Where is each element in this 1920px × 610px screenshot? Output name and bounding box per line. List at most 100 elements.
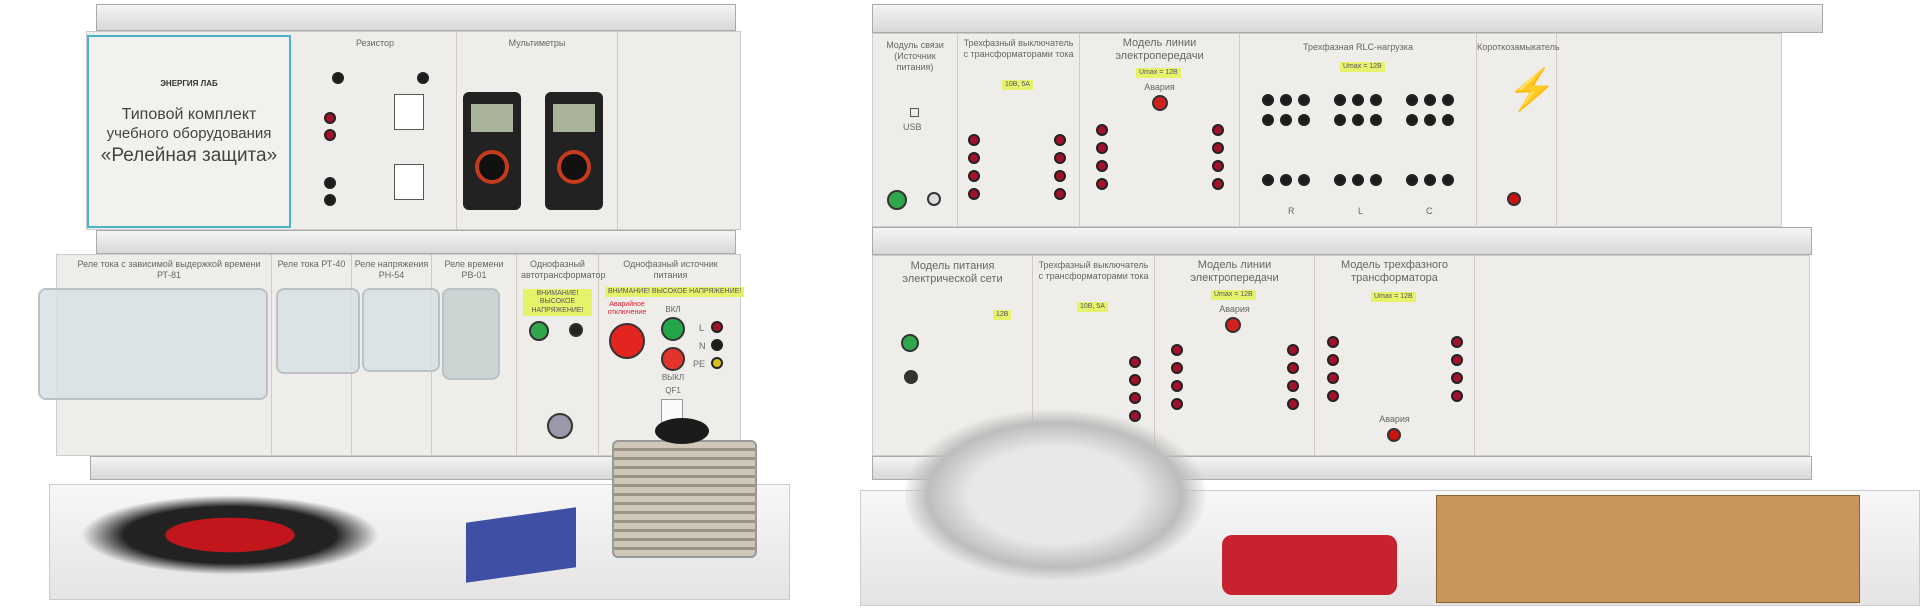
terminal[interactable] xyxy=(1352,94,1364,106)
terminal[interactable] xyxy=(1171,398,1183,410)
terminal[interactable] xyxy=(1370,94,1382,106)
terminal[interactable] xyxy=(1262,174,1274,186)
fuse-holder[interactable] xyxy=(927,192,941,206)
autotransformer-label: Однофазный автотрансформатор xyxy=(521,259,606,280)
terminal[interactable] xyxy=(324,194,336,206)
terminal[interactable] xyxy=(1212,124,1224,136)
off-label: ВЫКЛ xyxy=(661,373,685,382)
red-case xyxy=(1222,535,1397,595)
terminal[interactable] xyxy=(1298,174,1310,186)
emergency-stop-button[interactable] xyxy=(609,323,645,359)
terminal[interactable] xyxy=(1280,174,1292,186)
terminal[interactable] xyxy=(1262,94,1274,106)
terminal[interactable] xyxy=(1262,114,1274,126)
fault-label: Авария xyxy=(1219,304,1250,314)
terminal[interactable] xyxy=(1096,160,1108,172)
terminal[interactable] xyxy=(1054,188,1066,200)
rt81-label: Реле тока с зависимой выдержкой времени … xyxy=(77,259,261,280)
terminal[interactable] xyxy=(1054,170,1066,182)
usb-port[interactable] xyxy=(910,108,919,117)
terminal[interactable] xyxy=(1352,114,1364,126)
terminal[interactable] xyxy=(1096,178,1108,190)
terminal[interactable] xyxy=(1287,362,1299,374)
usb-label: USB xyxy=(903,122,922,132)
terminal[interactable] xyxy=(968,134,980,146)
terminal-l[interactable] xyxy=(711,321,723,333)
terminal[interactable] xyxy=(324,129,336,141)
relay-rv01[interactable] xyxy=(442,288,500,380)
rotary-switch[interactable] xyxy=(394,164,424,200)
autotransformer-section: Однофазный автотрансформатор ВНИМАНИЕ! В… xyxy=(517,255,606,455)
terminal[interactable] xyxy=(1424,114,1436,126)
terminal-n[interactable] xyxy=(711,339,723,351)
terminal[interactable] xyxy=(1212,178,1224,190)
rotary-switch[interactable] xyxy=(394,94,424,130)
terminal[interactable] xyxy=(1442,114,1454,126)
terminal[interactable] xyxy=(324,177,336,189)
terminal[interactable] xyxy=(1424,94,1436,106)
terminal[interactable] xyxy=(1451,336,1463,348)
terminal[interactable] xyxy=(1129,374,1141,386)
terminal[interactable] xyxy=(1451,390,1463,402)
terminal[interactable] xyxy=(1287,380,1299,392)
terminal[interactable] xyxy=(1442,94,1454,106)
relay-rt40[interactable] xyxy=(276,288,360,374)
terminal[interactable] xyxy=(1212,160,1224,172)
power-button[interactable] xyxy=(901,334,919,352)
connector-socket[interactable] xyxy=(547,413,573,439)
short-circuiter-label: Короткозамыкатель xyxy=(1477,42,1560,52)
terminal[interactable] xyxy=(1298,114,1310,126)
terminal[interactable] xyxy=(1096,142,1108,154)
terminal[interactable] xyxy=(1171,362,1183,374)
off-button[interactable] xyxy=(661,347,685,371)
terminal[interactable] xyxy=(1334,94,1346,106)
terminal[interactable] xyxy=(1171,344,1183,356)
multimeter[interactable] xyxy=(545,92,603,210)
terminal[interactable] xyxy=(1327,354,1339,366)
on-button[interactable] xyxy=(661,317,685,341)
power-button[interactable] xyxy=(887,190,907,210)
terminal[interactable] xyxy=(1054,152,1066,164)
terminal[interactable] xyxy=(1212,142,1224,154)
terminal[interactable] xyxy=(1370,114,1382,126)
terminal[interactable] xyxy=(1451,354,1463,366)
terminal[interactable] xyxy=(1442,174,1454,186)
terminal[interactable] xyxy=(1054,134,1066,146)
terminal[interactable] xyxy=(1334,174,1346,186)
terminal[interactable] xyxy=(1327,372,1339,384)
terminal[interactable] xyxy=(1451,372,1463,384)
terminal[interactable] xyxy=(324,112,336,124)
terminal[interactable] xyxy=(1370,174,1382,186)
terminal[interactable] xyxy=(1424,174,1436,186)
terminal[interactable] xyxy=(1287,344,1299,356)
terminal[interactable] xyxy=(417,72,429,84)
terminal[interactable] xyxy=(1171,380,1183,392)
terminal[interactable] xyxy=(1352,174,1364,186)
terminal[interactable] xyxy=(1327,390,1339,402)
relay-rn54[interactable] xyxy=(362,288,440,372)
terminal[interactable] xyxy=(332,72,344,84)
fuse-holder[interactable] xyxy=(569,323,583,337)
terminal[interactable] xyxy=(1280,94,1292,106)
multimeter[interactable] xyxy=(463,92,521,210)
terminal[interactable] xyxy=(1287,398,1299,410)
terminal[interactable] xyxy=(1327,336,1339,348)
terminal[interactable] xyxy=(968,188,980,200)
terminal[interactable] xyxy=(1406,114,1418,126)
fuse-holder[interactable] xyxy=(904,370,918,384)
terminal[interactable] xyxy=(1096,124,1108,136)
terminal[interactable] xyxy=(1129,392,1141,404)
terminal[interactable] xyxy=(1406,174,1418,186)
terminal-pe[interactable] xyxy=(711,357,723,369)
terminal[interactable] xyxy=(1334,114,1346,126)
terminal[interactable] xyxy=(968,152,980,164)
terminal[interactable] xyxy=(1280,114,1292,126)
terminal[interactable] xyxy=(968,170,980,182)
variac-knob[interactable] xyxy=(655,418,709,444)
variac[interactable] xyxy=(612,440,757,558)
terminal[interactable] xyxy=(1129,356,1141,368)
relay-rt81[interactable] xyxy=(38,288,268,400)
fault-lamp xyxy=(1507,192,1521,206)
terminal[interactable] xyxy=(1298,94,1310,106)
terminal[interactable] xyxy=(1406,94,1418,106)
